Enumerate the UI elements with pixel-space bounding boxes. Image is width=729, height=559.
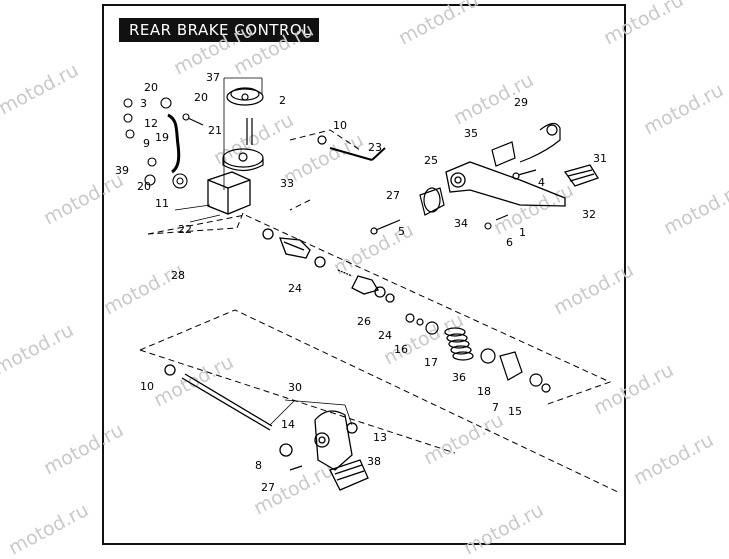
callout-number: 36: [452, 371, 466, 384]
callout-number: 34: [454, 217, 468, 230]
callout-number: 33: [280, 177, 294, 190]
callout-number: 38: [367, 455, 381, 468]
clevis-34: [419, 187, 445, 216]
callout-number: 12: [144, 117, 158, 130]
callout-number: 37: [206, 71, 220, 84]
callout-number: 4: [538, 176, 545, 189]
pushrod-23: [317, 135, 386, 161]
callout-number: 35: [464, 127, 478, 140]
exploded-view-drawing: [123, 77, 621, 494]
callout-number: 28: [171, 269, 185, 282]
reservoir-33: [222, 118, 264, 172]
callout-number: 3: [140, 97, 147, 110]
callout-number: 10: [333, 119, 347, 132]
title-bar: [119, 18, 319, 42]
callout-number: 20: [137, 180, 151, 193]
callout-number: 32: [582, 208, 596, 221]
callout-number: 24: [378, 329, 392, 342]
lever-30: [279, 410, 369, 491]
callout-number: 31: [593, 152, 607, 165]
diagram-frame: [102, 4, 626, 545]
callout-number: 21: [208, 124, 222, 137]
callout-number: 22: [178, 223, 192, 236]
bolt-21: [182, 113, 204, 126]
callout-number: 6: [506, 236, 513, 249]
bolt-5: [370, 219, 401, 235]
cylinder-body: [207, 171, 251, 215]
spring-17: [444, 327, 474, 361]
seal-rings: [405, 313, 551, 393]
reservoir-cap-37: [226, 87, 264, 106]
callout-number: 15: [508, 405, 522, 418]
piston-24: [262, 228, 395, 303]
callout-number: 16: [394, 343, 408, 356]
callout-number: 39: [115, 164, 129, 177]
assembly-outline-dashes: [139, 129, 621, 494]
callout-number: 2: [279, 94, 286, 107]
brake-pedal-32: [445, 161, 599, 207]
callout-number: 11: [155, 197, 169, 210]
bolt-4: [512, 169, 537, 180]
callout-number: 1: [519, 226, 526, 239]
diagram-title: REAR BRAKE CONTROL: [129, 21, 312, 39]
callout-number: 25: [424, 154, 438, 167]
callout-number: 27: [386, 189, 400, 202]
callout-number: 14: [281, 418, 295, 431]
callout-number: 10: [140, 380, 154, 393]
callout-number: 17: [424, 356, 438, 369]
callout-number: 30: [288, 381, 302, 394]
callout-number: 26: [357, 315, 371, 328]
callout-number: 18: [477, 385, 491, 398]
callout-number: 27: [261, 481, 275, 494]
callout-number: 24: [288, 282, 302, 295]
brake-hose-assembly: [123, 97, 188, 189]
callout-number: 13: [373, 431, 387, 444]
callout-number: 19: [155, 131, 169, 144]
callout-number: 20: [194, 91, 208, 104]
callout-number: 7: [492, 401, 499, 414]
callout-number: 23: [368, 141, 382, 154]
callout-number: 5: [398, 225, 405, 238]
cotter-pin-6: [484, 214, 509, 230]
shaft-14: [164, 364, 273, 431]
callout-number: 29: [514, 96, 528, 109]
callout-number: 9: [143, 137, 150, 150]
pedal-bracket-29: [491, 122, 561, 167]
callout-number: 20: [144, 81, 158, 94]
leader-lines: [174, 77, 353, 426]
callout-number: 8: [255, 459, 262, 472]
